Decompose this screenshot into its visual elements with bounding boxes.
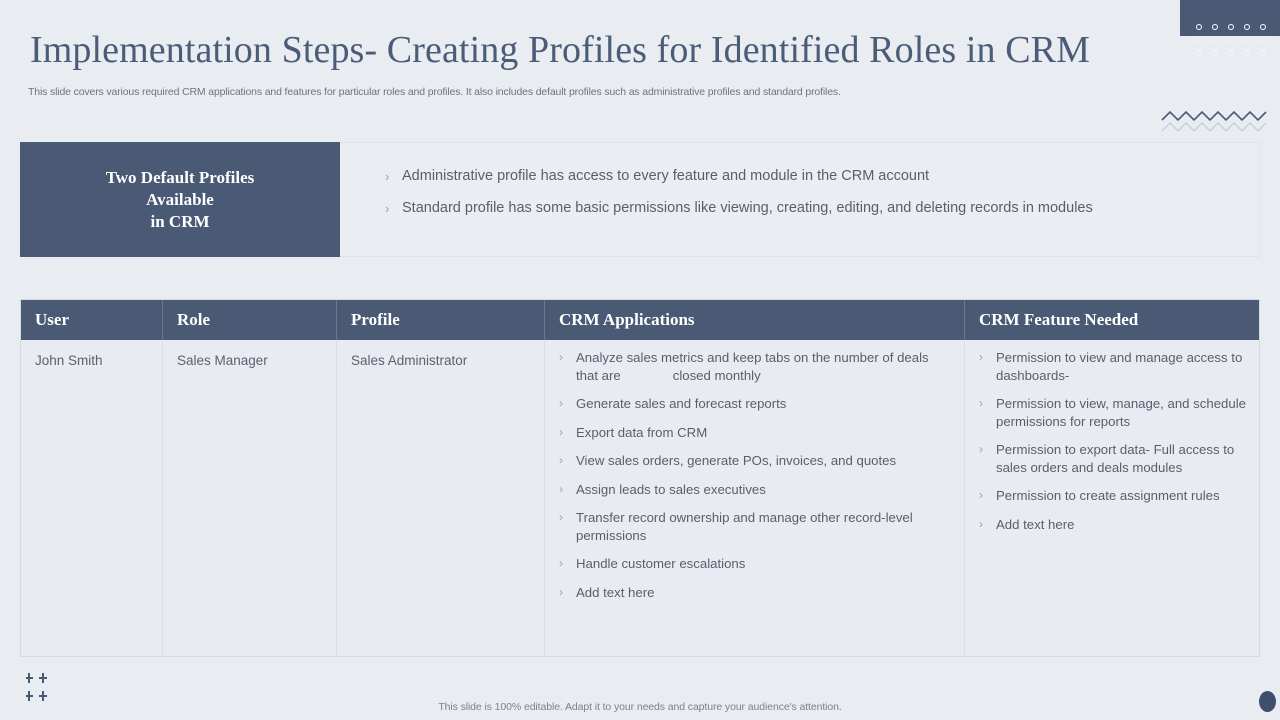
list-item-label: Permission to view and manage access to …	[996, 350, 1243, 383]
cell-user-value: John Smith	[35, 353, 103, 368]
dot	[1212, 37, 1218, 43]
chevron-right-icon: ›	[559, 350, 563, 364]
cell-crm-feature-needed: › Permission to view and manage access t…	[965, 340, 1259, 656]
list-item-label: Add text here	[576, 584, 655, 600]
table-row: John Smith Sales Manager Sales Administr…	[21, 340, 1259, 656]
dot	[1260, 50, 1266, 56]
list-item: › View sales orders, generate POs, invoi…	[559, 452, 954, 470]
chevron-right-icon: ›	[979, 350, 983, 364]
list-item-label: Transfer record ownership and manage oth…	[576, 510, 913, 543]
callout-label-line-1: Two Default Profiles	[105, 167, 255, 187]
dot	[1196, 37, 1202, 43]
cell-user: John Smith	[21, 340, 163, 656]
list-item: › Export data from CRM	[559, 424, 954, 442]
callout-label-line-3: in CRM	[150, 211, 210, 231]
dot	[1260, 37, 1266, 43]
chevron-right-icon: ›	[979, 516, 983, 531]
page-title: Implementation Steps- Creating Profiles …	[30, 29, 1090, 71]
corner-dot-decoration	[1259, 691, 1276, 712]
cell-profile-value: Sales Administrator	[351, 353, 468, 368]
list-item: › Permission to export data- Full access…	[979, 441, 1249, 476]
chevron-right-icon: ›	[385, 201, 390, 216]
zigzag-decoration	[1161, 110, 1267, 133]
dot	[1212, 50, 1218, 56]
chevron-right-icon: ›	[559, 584, 563, 599]
dot	[1228, 37, 1234, 43]
cell-role-value: Sales Manager	[177, 353, 268, 368]
chevron-right-icon: ›	[559, 481, 563, 496]
chevron-right-icon: ›	[979, 488, 983, 502]
cell-profile: Sales Administrator	[337, 340, 545, 656]
list-item-label: Permission to export data- Full access t…	[996, 442, 1235, 475]
roles-profiles-table: User Role Profile CRM Applications CRM F…	[20, 299, 1260, 657]
callout-label-line-2: Available	[146, 189, 214, 209]
list-item-label: Export data from CRM	[576, 424, 708, 440]
dot	[1260, 24, 1266, 30]
callout-body: › Administrative profile has access to e…	[340, 142, 1260, 257]
list-item-label: Add text here	[996, 516, 1075, 532]
list-item-label: Permission to view, manage, and schedule…	[996, 396, 1246, 429]
dot	[1228, 24, 1234, 30]
cross-grid-decoration	[26, 673, 47, 701]
chevron-right-icon: ›	[979, 442, 983, 456]
list-item: › Assign leads to sales executives	[559, 481, 954, 499]
page-subtitle: This slide covers various required CRM a…	[28, 86, 841, 98]
list-item-label: Handle customer escalations	[576, 556, 746, 571]
list-item-label: Assign leads to sales executives	[576, 481, 766, 497]
list-item: › Transfer record ownership and manage o…	[559, 509, 954, 544]
callout-label: Two Default Profiles Available in CRM	[20, 142, 340, 257]
chevron-right-icon: ›	[385, 169, 390, 184]
list-item: › Add text here	[979, 516, 1249, 534]
list-item: › Permission to view, manage, and schedu…	[979, 395, 1249, 430]
chevron-right-icon: ›	[979, 396, 983, 410]
list-item: › Handle customer escalations	[559, 555, 954, 573]
list-item-label: Standard profile has some basic permissi…	[402, 200, 1093, 216]
dot	[1244, 37, 1250, 43]
table-header-row: User Role Profile CRM Applications CRM F…	[21, 300, 1259, 340]
dot	[1228, 50, 1234, 56]
list-item: › Permission to view and manage access t…	[979, 349, 1249, 384]
dot	[1196, 24, 1202, 30]
column-header-profile: Profile	[337, 300, 545, 340]
list-item: › Permission to create assignment rules	[979, 487, 1249, 505]
list-item: › Administrative profile has access to e…	[385, 167, 1259, 186]
dot	[1244, 50, 1250, 56]
default-profiles-callout: Two Default Profiles Available in CRM › …	[20, 142, 1260, 257]
list-item-label: Permission to create assignment rules	[996, 488, 1220, 503]
chevron-right-icon: ›	[559, 424, 563, 439]
chevron-right-icon: ›	[559, 396, 563, 410]
column-header-role: Role	[163, 300, 337, 340]
cell-role: Sales Manager	[163, 340, 337, 656]
list-item: › Standard profile has some basic permis…	[385, 199, 1259, 218]
chevron-right-icon: ›	[559, 556, 563, 570]
dot	[1244, 24, 1250, 30]
column-header-user: User	[21, 300, 163, 340]
column-header-crm-applications: CRM Applications	[545, 300, 965, 340]
dot	[1196, 50, 1202, 56]
cell-crm-applications: › Analyze sales metrics and keep tabs on…	[545, 340, 965, 656]
dot-grid-decoration	[1196, 24, 1280, 64]
corner-accent-block	[1180, 0, 1280, 36]
list-item: › Generate sales and forecast reports	[559, 395, 954, 413]
list-item-label: Generate sales and forecast reports	[576, 396, 787, 411]
list-item-label: Administrative profile has access to eve…	[402, 168, 930, 184]
footer-note: This slide is 100% editable. Adapt it to…	[438, 701, 842, 713]
list-item-label: View sales orders, generate POs, invoice…	[576, 453, 897, 468]
chevron-right-icon: ›	[559, 453, 563, 467]
list-item-label: Analyze sales metrics and keep tabs on t…	[576, 350, 929, 383]
dot	[1212, 24, 1218, 30]
list-item: › Add text here	[559, 584, 954, 602]
list-item: › Analyze sales metrics and keep tabs on…	[559, 349, 954, 384]
chevron-right-icon: ›	[559, 510, 563, 524]
column-header-crm-feature-needed: CRM Feature Needed	[979, 310, 1139, 329]
